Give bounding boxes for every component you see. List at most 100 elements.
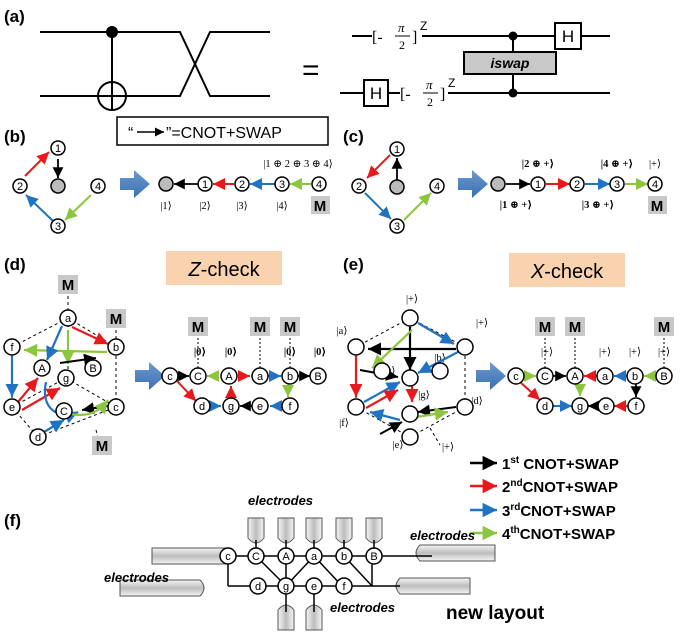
svg-text:H: H bbox=[562, 27, 574, 46]
svg-text:M: M bbox=[284, 319, 297, 336]
svg-text:|+⟩: |+⟩ bbox=[629, 347, 641, 358]
svg-text:A: A bbox=[225, 371, 233, 383]
svg-text:|0⟩: |0⟩ bbox=[314, 347, 326, 358]
svg-text:1: 1 bbox=[394, 144, 400, 156]
svg-text:|3⟩: |3⟩ bbox=[236, 201, 247, 212]
h-gate-bottom bbox=[363, 79, 389, 107]
svg-text:|2 ⊕ +⟩: |2 ⊕ +⟩ bbox=[522, 159, 554, 170]
circuit-right: H H iswap [- π 2 ] Z [- π 2 ] Z bbox=[340, 19, 610, 109]
svg-text:1: 1 bbox=[55, 143, 61, 155]
svg-text:|+⟩: |+⟩ bbox=[442, 442, 454, 453]
svg-text:C: C bbox=[194, 371, 202, 383]
svg-text:1st CNOT+SWAP: 1st CNOT+SWAP bbox=[502, 455, 619, 473]
svg-text:b: b bbox=[632, 371, 638, 383]
svg-text:|1 ⊕ +⟩: |1 ⊕ +⟩ bbox=[500, 200, 532, 211]
svg-text:“: “ bbox=[128, 125, 133, 142]
svg-text:3: 3 bbox=[614, 179, 620, 191]
svg-text:|+⟩: |+⟩ bbox=[658, 347, 670, 358]
z-check-title: Z-check bbox=[187, 259, 260, 281]
svg-text:f: f bbox=[10, 342, 14, 354]
graph-c-left: 1 2 4 3 bbox=[351, 141, 445, 234]
svg-text:e: e bbox=[311, 581, 317, 593]
equals-sign: = bbox=[302, 54, 320, 87]
svg-text:]: ] bbox=[412, 29, 417, 46]
block-arrow-d bbox=[135, 362, 165, 390]
svg-text:|1 ⊕ 2 ⊕ 3 ⊕ 4⟩: |1 ⊕ 2 ⊕ 3 ⊕ 4⟩ bbox=[263, 159, 332, 170]
svg-text:|0⟩: |0⟩ bbox=[225, 347, 237, 358]
svg-text:|d⟩: |d⟩ bbox=[471, 396, 482, 407]
svg-text:|+⟩: |+⟩ bbox=[476, 318, 488, 329]
svg-text:M: M bbox=[96, 438, 109, 455]
svg-text:A: A bbox=[38, 363, 46, 375]
svg-text:|+⟩: |+⟩ bbox=[599, 347, 611, 358]
svg-text:1: 1 bbox=[535, 179, 541, 191]
svg-text:|+⟩: |+⟩ bbox=[541, 347, 553, 358]
chain-b: 1 2 3 4 |1 ⊕ 2 ⊕ 3 ⊕ 4⟩ |1⟩ |2⟩ |3⟩ |4⟩ … bbox=[158, 159, 333, 215]
x-check-title: X-check bbox=[530, 261, 604, 283]
panel-label-c: (c) bbox=[343, 127, 364, 146]
panel-label-a: (a) bbox=[4, 7, 25, 26]
z-check-title-box bbox=[166, 251, 282, 285]
electrode-layout: c C A a b B d g e f electrodes electrode… bbox=[104, 493, 545, 631]
electrodes-label-top: electrodes bbox=[248, 493, 313, 508]
svg-text:e: e bbox=[257, 401, 263, 413]
svg-text:c: c bbox=[167, 371, 173, 383]
legend-item-4: 4thCNOT+SWAP bbox=[470, 525, 615, 543]
svg-text:”=CNOT+SWAP: ”=CNOT+SWAP bbox=[166, 125, 282, 142]
svg-text:M: M bbox=[254, 319, 267, 336]
svg-text:4thCNOT+SWAP: 4thCNOT+SWAP bbox=[502, 525, 615, 543]
svg-text:A: A bbox=[282, 551, 290, 563]
svg-text:2: 2 bbox=[574, 179, 580, 191]
svg-text:B: B bbox=[370, 551, 377, 563]
electrodes-label-left: electrodes bbox=[104, 570, 169, 585]
panel-label-b: (b) bbox=[4, 127, 26, 146]
svg-text:g: g bbox=[283, 581, 289, 593]
svg-text:|g⟩: |g⟩ bbox=[418, 390, 429, 401]
svg-text:|0⟩: |0⟩ bbox=[194, 347, 206, 358]
svg-text:M: M bbox=[651, 198, 664, 215]
svg-text:4: 4 bbox=[95, 181, 101, 193]
h-gate-top bbox=[554, 22, 582, 50]
svg-text:M: M bbox=[569, 319, 582, 336]
svg-text:2: 2 bbox=[399, 38, 405, 52]
svg-text:]: ] bbox=[440, 86, 445, 103]
svg-text:2ndCNOT+SWAP: 2ndCNOT+SWAP bbox=[502, 478, 618, 496]
circuit-left bbox=[40, 26, 270, 111]
svg-text:2: 2 bbox=[356, 181, 362, 193]
svg-text:2: 2 bbox=[17, 181, 23, 193]
svg-text:Z: Z bbox=[420, 19, 427, 33]
svg-text:|+⟩: |+⟩ bbox=[406, 294, 418, 305]
svg-text:iswap: iswap bbox=[491, 55, 530, 71]
phase-gate-top: [- π 2 ] Z bbox=[372, 19, 427, 52]
svg-text:B: B bbox=[660, 371, 667, 383]
svg-text:M: M bbox=[62, 277, 75, 294]
svg-text:B: B bbox=[89, 363, 96, 375]
svg-text:d: d bbox=[35, 432, 41, 444]
legend-item-2: 2ndCNOT+SWAP bbox=[470, 478, 618, 496]
svg-text:π: π bbox=[398, 20, 405, 35]
svg-text:b: b bbox=[341, 551, 347, 563]
lattice-d: a b f e c d g A B C M M M bbox=[3, 275, 126, 455]
svg-text:d: d bbox=[199, 401, 205, 413]
svg-text:M: M bbox=[539, 319, 552, 336]
svg-text:|0⟩: |0⟩ bbox=[284, 347, 296, 358]
svg-text:a: a bbox=[257, 371, 264, 383]
legend-box: “ ”=CNOT+SWAP bbox=[116, 116, 329, 146]
arrow-legend: 1st CNOT+SWAP 2ndCNOT+SWAP 3rdCNOT+SWAP … bbox=[470, 455, 619, 543]
svg-text:|1⟩: |1⟩ bbox=[160, 201, 171, 212]
svg-text:f: f bbox=[288, 401, 292, 413]
svg-text:2: 2 bbox=[239, 179, 245, 191]
chain-d: c C A a b B d g e f M M M |0⟩ |0⟩ |0⟩ |0… bbox=[161, 317, 327, 415]
phase-gate-bottom: [- π 2 ] Z bbox=[400, 76, 455, 109]
svg-text:f: f bbox=[634, 401, 638, 413]
x-check-title-box bbox=[509, 253, 625, 287]
svg-text:b: b bbox=[113, 342, 119, 354]
legend-item-3: 3rdCNOT+SWAP bbox=[470, 502, 616, 520]
chain-e: c C A a b B d g e f M M M |+⟩ |+⟩ |+⟩ |+… bbox=[507, 317, 674, 415]
svg-text:3: 3 bbox=[55, 221, 61, 233]
svg-text:4: 4 bbox=[652, 179, 658, 191]
svg-text:H: H bbox=[370, 84, 382, 103]
svg-text:|f⟩: |f⟩ bbox=[339, 418, 349, 429]
svg-text:c: c bbox=[113, 402, 119, 414]
